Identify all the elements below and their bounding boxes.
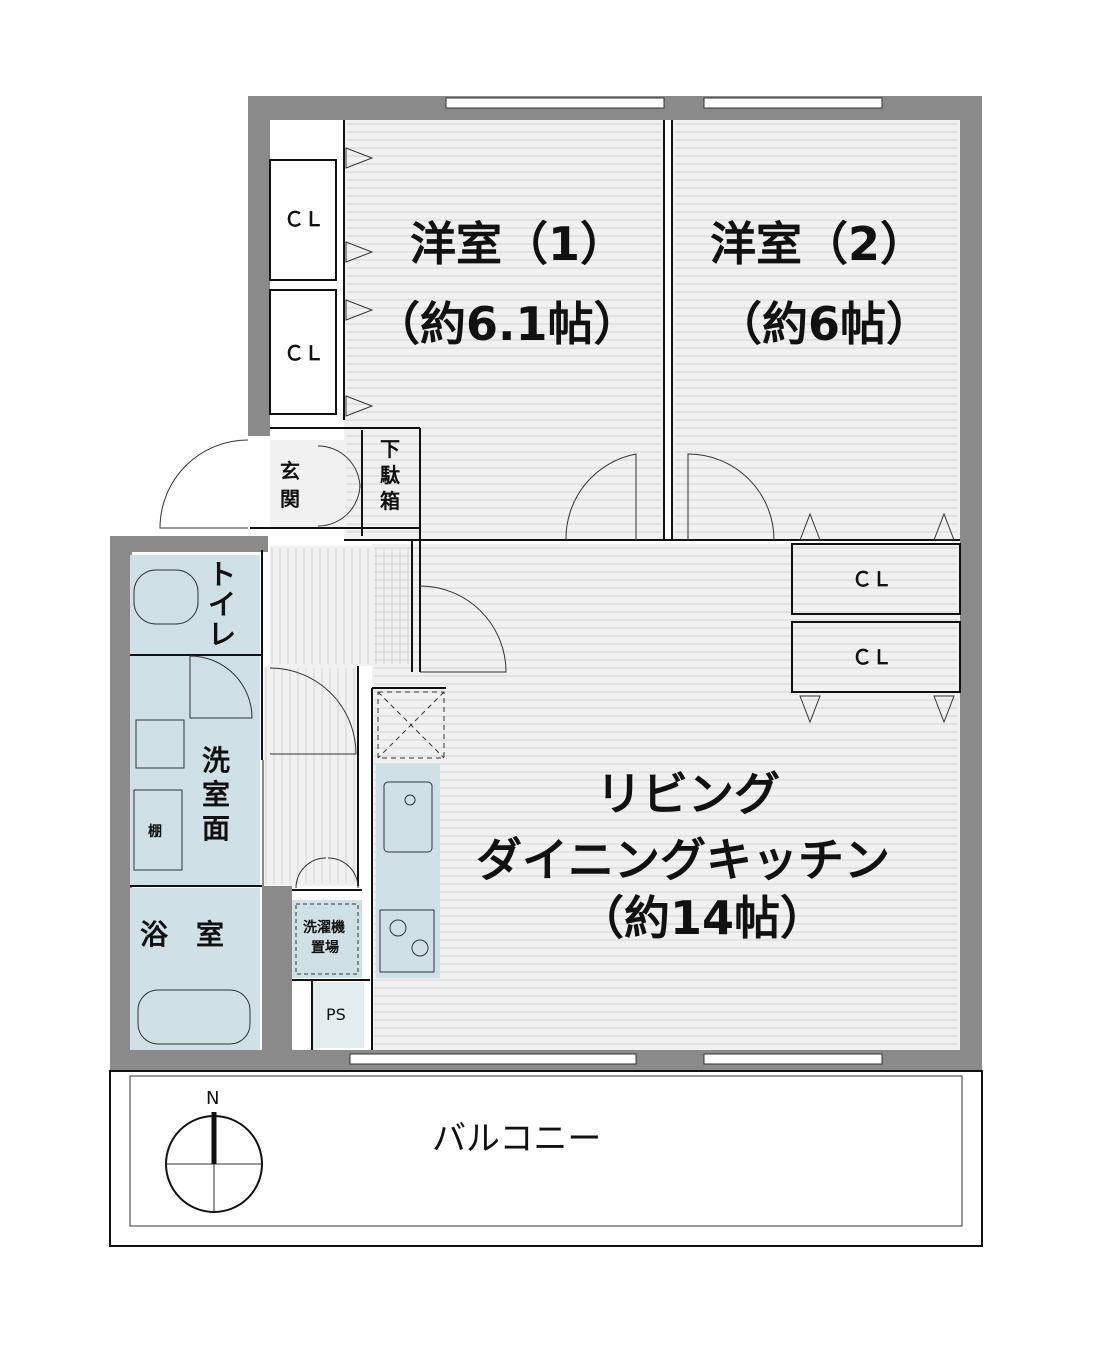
ldk-name-line1: リビング — [596, 767, 780, 821]
ps-label: PS — [326, 1005, 346, 1024]
western-room-2-name: 洋室（2） — [710, 217, 926, 271]
closets — [269, 147, 961, 724]
western-room-2-size: （約6帖） — [716, 297, 932, 351]
western-room-1-size: （約6.1帖） — [374, 297, 640, 351]
shoe-box-char: 駄 — [380, 463, 401, 487]
door-swings — [159, 439, 775, 889]
closet-label: ＣＬ — [284, 341, 324, 365]
entrance-char: 関 — [280, 487, 300, 511]
washroom-char: 洗 — [202, 744, 230, 777]
closet-label: ＣＬ — [852, 645, 892, 669]
western-room-1-name: 洋室（1） — [410, 217, 626, 271]
washer-label: 洗濯機 — [303, 919, 345, 936]
toilet-char: イ — [208, 588, 236, 621]
closet-label: ＣＬ — [852, 567, 892, 591]
ldk-name-line2: ダイニングキッチン — [476, 833, 890, 887]
floor-stripes — [265, 123, 958, 1045]
closet-label: ＣＬ — [284, 207, 324, 231]
windows — [349, 97, 883, 1065]
entrance-char: 玄 — [280, 459, 300, 483]
wet-areas — [130, 555, 440, 1050]
bath-label: 浴 室 — [140, 918, 224, 951]
balcony — [109, 1070, 983, 1247]
washroom-char: 室 — [202, 778, 230, 811]
shoe-box-char: 箱 — [380, 489, 400, 513]
partitions — [130, 120, 960, 1050]
toilet-char: ト — [208, 558, 236, 591]
balcony-label: バルコニー — [432, 1119, 601, 1159]
shoe-box-char: 下 — [380, 437, 400, 461]
compass-north-label: N — [206, 1088, 219, 1109]
room-labels: 洋室（1） （約6.1帖） 洋室（2） （約6帖） リビング ダイニングキッチン… — [140, 207, 932, 1159]
shelf-label: 棚 — [148, 823, 162, 840]
washroom-char: 面 — [202, 812, 230, 845]
toilet-char: レ — [208, 618, 236, 651]
ldk-size: （約14帖） — [578, 891, 826, 945]
washer-label: 置場 — [311, 939, 339, 956]
fixtures — [133, 569, 445, 1045]
compass: N — [165, 1088, 263, 1213]
